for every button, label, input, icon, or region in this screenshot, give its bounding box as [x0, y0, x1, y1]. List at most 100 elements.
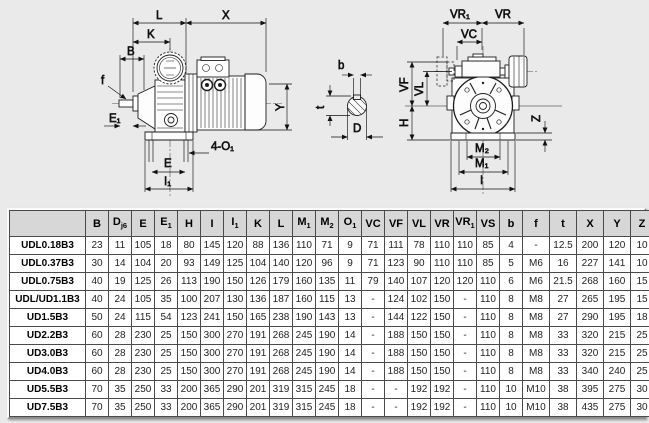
col-header-VF: VF [384, 210, 408, 237]
dimension-cell: 100 [177, 290, 201, 309]
dimension-cell: - [453, 398, 477, 417]
dimension-cell: 110 [453, 254, 477, 273]
dimension-cell: - [453, 290, 477, 309]
row-label-UD7.5B3: UD7.5B3 [9, 398, 86, 417]
dimension-cell: 290 [223, 380, 247, 399]
dimension-cell: 110 [453, 236, 477, 255]
dimension-cell: 270 [223, 344, 247, 363]
dimension-cell: 25 [154, 344, 178, 363]
dimension-cell: 33 [549, 326, 577, 345]
handwheel-front [508, 55, 528, 88]
shaft-section-drawing [347, 94, 367, 116]
dimension-cell: 50 [85, 308, 109, 327]
dimension-cell: 187 [269, 290, 293, 309]
dimension-cell: 90 [407, 254, 431, 273]
corner-cell [9, 210, 86, 237]
dimension-cell: 191 [246, 344, 270, 363]
dim-label-I: I [480, 175, 483, 187]
dimension-cell: - [361, 344, 385, 363]
dimension-cell: 290 [576, 308, 604, 327]
dimension-cell: 88 [246, 236, 270, 255]
dimension-cell: 38 [549, 398, 577, 417]
drawing-area: L X K B f E₁ Y 4-O₁ E I₁ [0, 0, 649, 209]
col-header-M1: M1 [292, 210, 316, 237]
dimension-cell: 150 [177, 326, 201, 345]
dimension-cell: 143 [315, 308, 339, 327]
dimension-cell: 120 [430, 272, 454, 291]
dimension-cell: 28 [108, 362, 132, 381]
dimension-cell: 54 [154, 308, 178, 327]
dimension-cell: 245 [292, 344, 316, 363]
dimension-cell: 110 [476, 326, 500, 345]
dimension-cell: M6 [522, 254, 550, 273]
dimension-cell: 149 [200, 254, 224, 273]
dimension-cell: 110 [292, 236, 316, 255]
technical-drawing-svg: L X K B f E₁ Y 4-O₁ E I₁ [101, 9, 562, 196]
dimension-cell: 144 [384, 308, 408, 327]
dimension-cell: 245 [315, 398, 339, 417]
dimension-cell: - [453, 344, 477, 363]
dimension-cell: 150 [177, 344, 201, 363]
dimension-cell: 14 [338, 326, 362, 345]
keyway [353, 94, 361, 100]
dimension-cell: 71 [361, 254, 385, 273]
dimension-cell: 275 [603, 398, 631, 417]
dimension-cell: 113 [177, 272, 201, 291]
dimension-cell: 140 [384, 272, 408, 291]
dimension-cell: 19 [108, 272, 132, 291]
dimension-cell: 79 [361, 272, 385, 291]
dimension-cell: 25 [630, 326, 649, 345]
row-label-UD3.0B3: UD3.0B3 [9, 344, 86, 363]
col-header-B: B [85, 210, 109, 237]
dimension-cell: 33 [154, 380, 178, 399]
dimension-cell: 110 [476, 272, 500, 291]
col-header-Z: Z [630, 210, 649, 237]
dimension-cell: 110 [476, 290, 500, 309]
dimension-cell: - [453, 362, 477, 381]
dimension-cell: 365 [200, 380, 224, 399]
dimension-cell: 10 [630, 254, 649, 273]
control-assembly [436, 53, 528, 88]
row-label-UDL0.37B3: UDL0.37B3 [9, 254, 86, 273]
dim-label-Y: Y [275, 103, 287, 111]
input-shaft [118, 99, 134, 108]
dimension-cell: 8 [499, 308, 523, 327]
dimension-cell: 123 [177, 308, 201, 327]
dimension-cell: 290 [223, 398, 247, 417]
dimension-cell: 319 [269, 380, 293, 399]
dimension-cell: 10 [499, 380, 523, 399]
col-header-E: E [131, 210, 155, 237]
dimension-cell: 107 [407, 272, 431, 291]
dimension-cell: - [522, 236, 550, 255]
dim-label-VR1: VR₁ [450, 9, 470, 21]
dimension-cell: 300 [200, 344, 224, 363]
dimension-cell: 270 [223, 362, 247, 381]
dimension-cell: 70 [85, 398, 109, 417]
dimension-cell: 5 [499, 254, 523, 273]
dimension-cell: 70 [85, 380, 109, 399]
dimension-cell: 110 [430, 254, 454, 273]
dimension-cell: 13 [338, 290, 362, 309]
row-label-UD1.5B3: UD1.5B3 [9, 308, 86, 327]
col-header-VC: VC [361, 210, 385, 237]
row-label-UD5.5B3: UD5.5B3 [9, 380, 86, 399]
dim-label-Z: Z [531, 115, 543, 122]
dimension-cell: 35 [108, 398, 132, 417]
col-header-X: X [576, 210, 604, 237]
dimension-cell: 200 [177, 398, 201, 417]
dimension-cell: 120 [223, 236, 247, 255]
fan-spokes [459, 82, 507, 130]
dimension-cell: 38 [549, 380, 577, 399]
dimension-cell: 190 [315, 344, 339, 363]
dimension-cell: - [453, 308, 477, 327]
dim-label-E: E [164, 158, 172, 170]
dimension-cell: 30 [630, 380, 649, 399]
dimension-cell: M8 [522, 326, 550, 345]
dimension-cell: 16 [549, 254, 577, 273]
dimension-cell: 23 [85, 236, 109, 255]
dimension-cell: 320 [576, 344, 604, 363]
dimension-cell: 105 [131, 236, 155, 255]
